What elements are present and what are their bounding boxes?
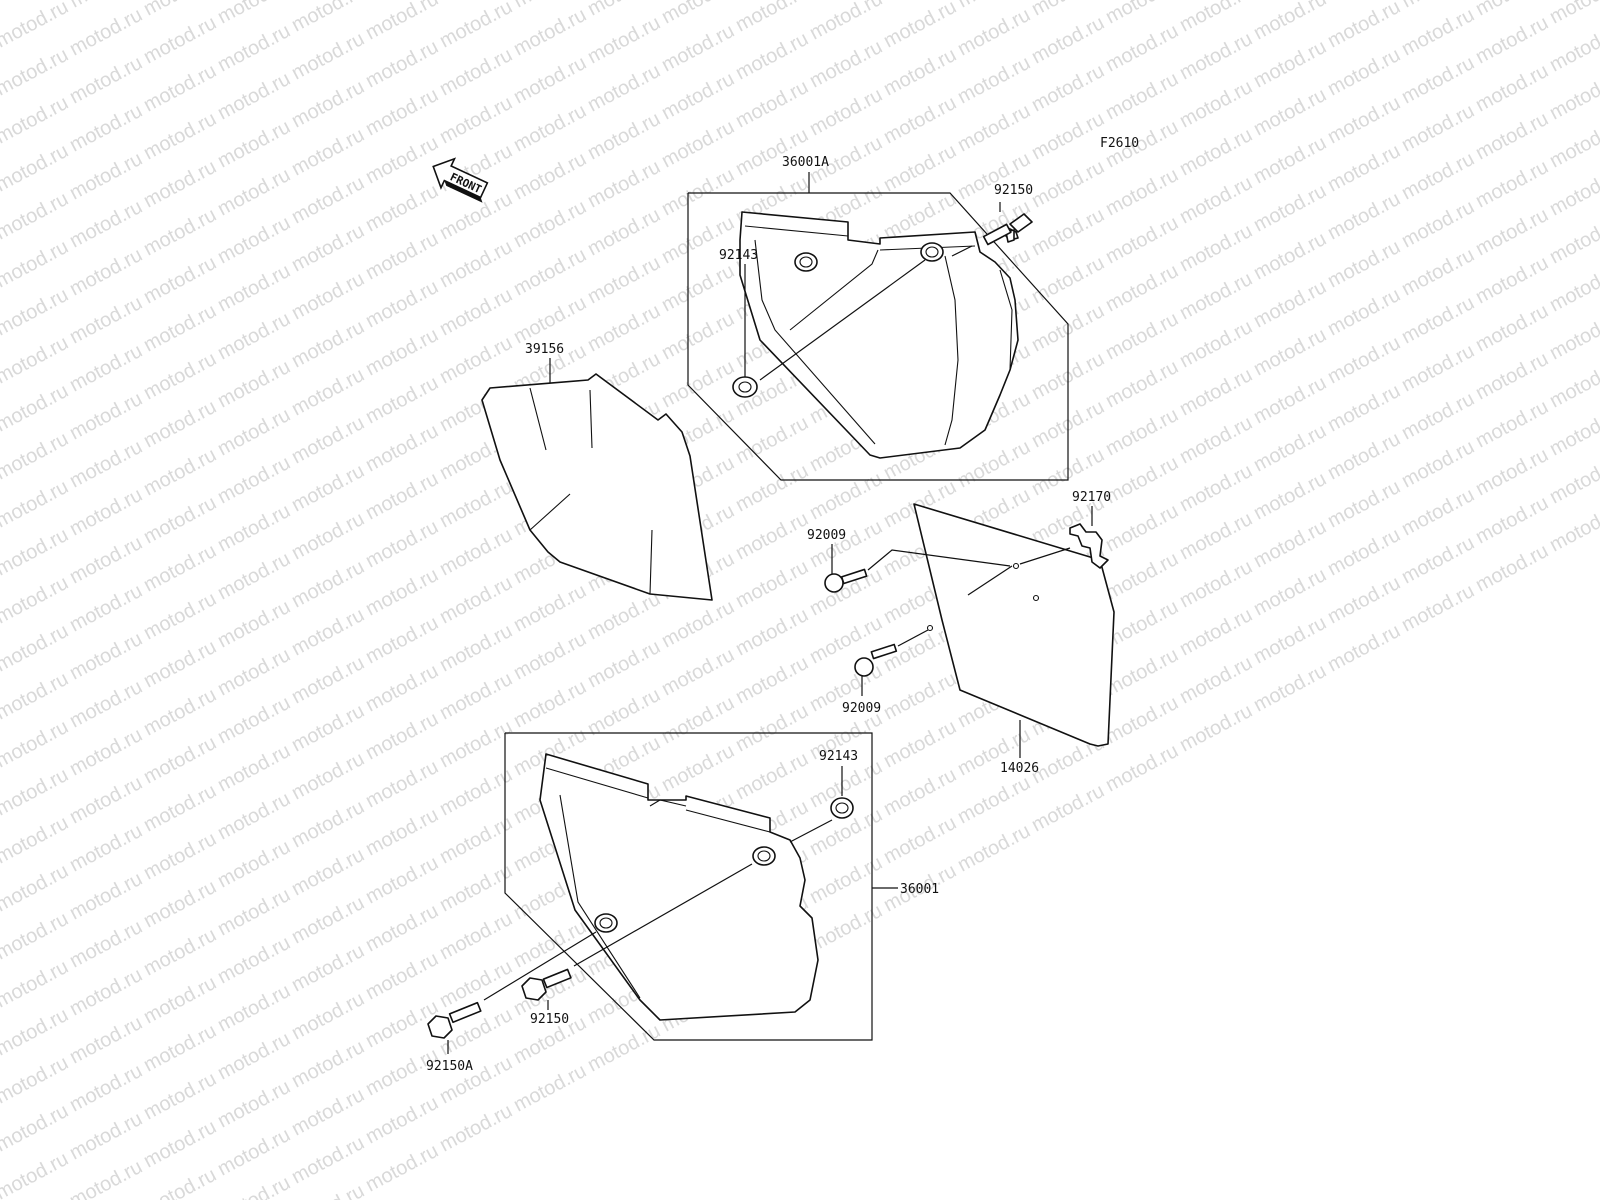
watermark-text: motod.ru [1546, 164, 1600, 220]
washer-92143-bottom: 92143 [789, 749, 858, 843]
callout-36001A: 36001A [782, 155, 829, 170]
watermark-text: motod.ru [1546, 500, 1600, 556]
watermark-text: motod.ru [510, 1060, 590, 1116]
watermark-text: motod.ru [0, 1148, 72, 1200]
part-14026: 14026 [913, 503, 1115, 776]
watermark-text: motod.ru [1102, 740, 1182, 796]
watermark-text: motod.ru [1176, 700, 1256, 756]
callout-92143-top: 92143 [719, 248, 758, 263]
group-36001A: 36001A 92150 92143 [687, 155, 1069, 481]
callout-92009-upper: 92009 [807, 528, 846, 543]
watermark-text: motod.ru [1546, 116, 1600, 172]
side-cover-right [539, 753, 819, 1021]
watermark-text: motod.ru [1324, 620, 1404, 676]
watermark-text: motod.ru [1546, 212, 1600, 268]
part-39156: 39156 [481, 342, 713, 601]
callout-92150-bottom: 92150 [530, 1012, 569, 1027]
group-36001: 36001 92143 92150 [426, 732, 939, 1074]
bolt-92150-top: 92150 [951, 183, 1033, 257]
watermark-text: motod.ru [1250, 660, 1330, 716]
side-cover-left [739, 211, 1019, 459]
washer-92143-top: 92143 [719, 248, 926, 398]
bracket-92170: 92170 [1019, 490, 1111, 569]
watermark-text: motod.ru [1398, 580, 1478, 636]
figure-code: F2610 [1100, 136, 1139, 151]
watermark-text: motod.ru [1546, 356, 1600, 412]
callout-36001: 36001 [900, 882, 939, 897]
watermark-text: motod.ru [1546, 0, 1600, 28]
watermark-text: motod.ru [1472, 540, 1552, 596]
callout-39156: 39156 [525, 342, 564, 357]
callout-92150-top: 92150 [994, 183, 1033, 198]
watermark-text: motod.ru [1546, 68, 1600, 124]
watermark-text: motod.ru [1546, 260, 1600, 316]
watermark-text: motod.ru [436, 1100, 516, 1156]
watermark-text: motod.ru [1546, 20, 1600, 76]
watermark-text: motod.ru [1546, 452, 1600, 508]
callout-92009-lower: 92009 [842, 701, 881, 716]
watermark-text: motod.ru [584, 1020, 664, 1076]
watermark-text: motod.ru [1546, 308, 1600, 364]
bolt-92009-lower: 92009 [842, 629, 929, 716]
watermark-text: motod.ru [806, 900, 886, 956]
callout-92150A: 92150A [426, 1059, 473, 1074]
bolt-92009-upper: 92009 [807, 528, 1013, 596]
group-36001-frame [504, 732, 873, 1041]
group-36001A-frame [687, 192, 1069, 481]
callout-14026: 14026 [1000, 761, 1039, 776]
bolt-92150A: 92150A [426, 931, 597, 1074]
watermark-text: motod.ru [1546, 404, 1600, 460]
callout-92143-bottom: 92143 [819, 749, 858, 764]
bolt-92150-bottom: 92150 [521, 863, 753, 1027]
watermark-text: motod.ru [954, 820, 1034, 876]
callout-92170: 92170 [1072, 490, 1111, 505]
watermark-text: motod.ru [1028, 780, 1108, 836]
watermark-text: motod.ru [362, 1140, 442, 1196]
